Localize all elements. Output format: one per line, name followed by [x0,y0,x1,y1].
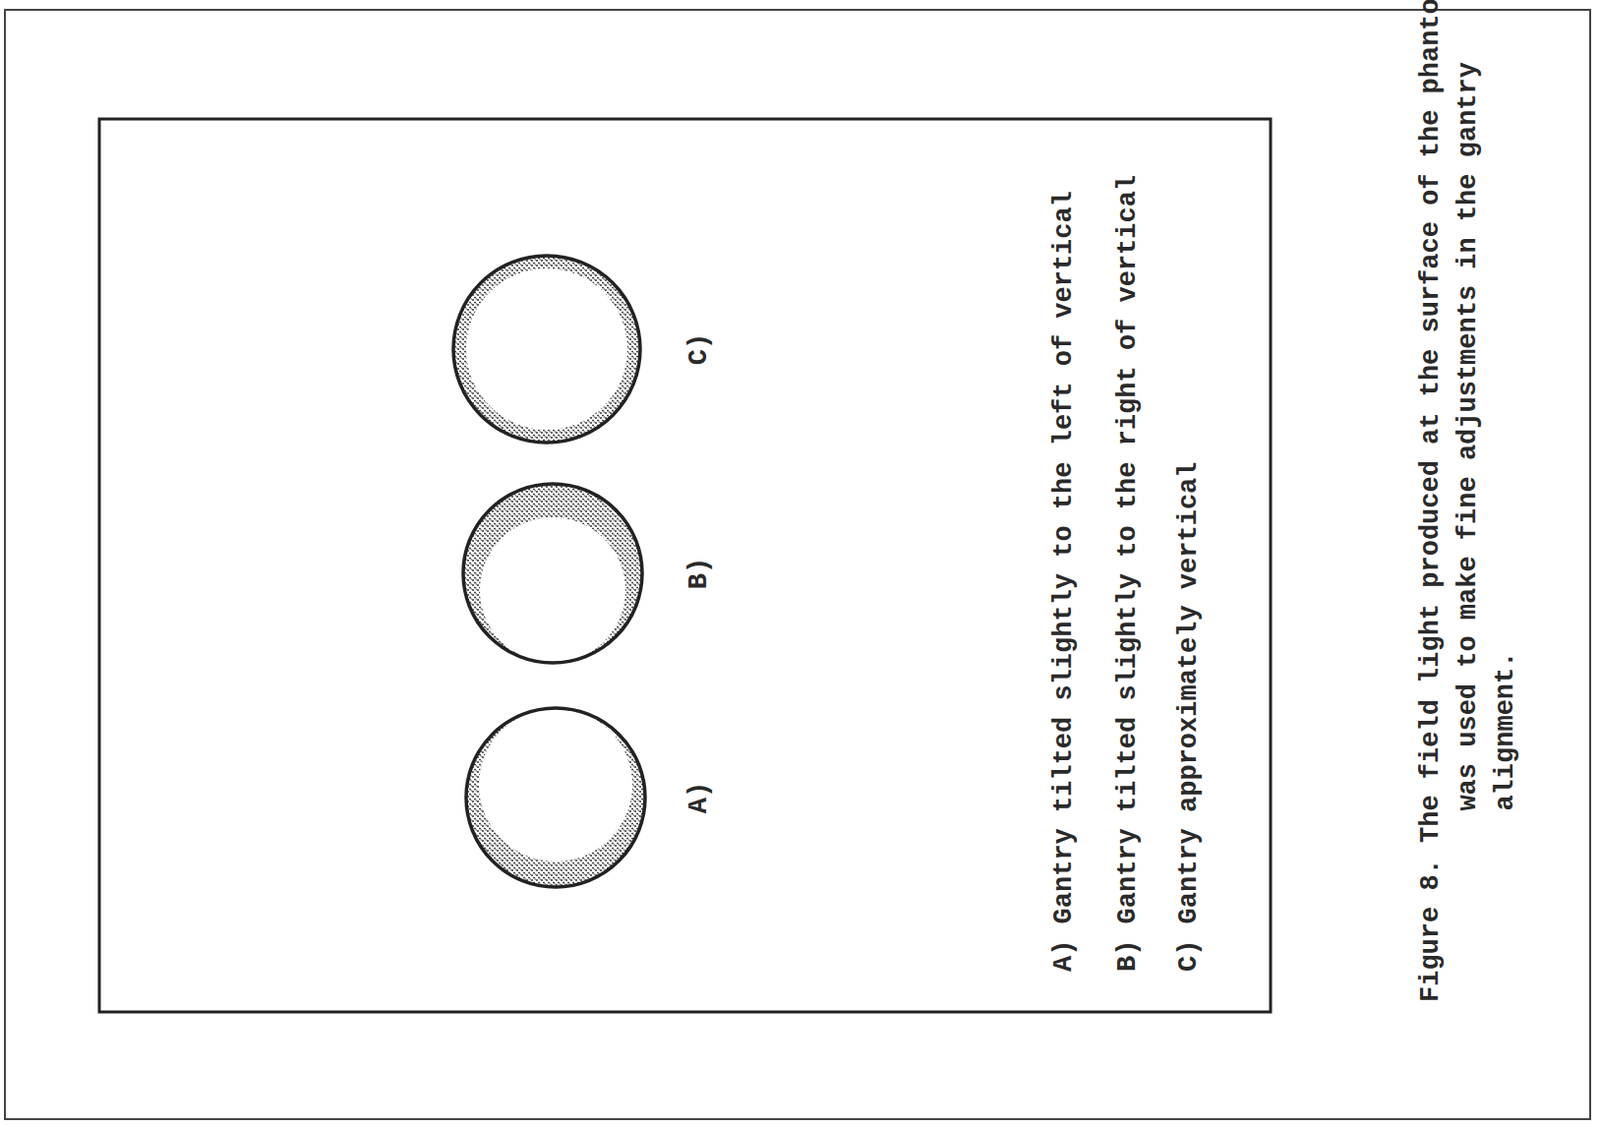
panel-letter: B) [680,557,718,590]
panel-letter: A) [680,781,718,814]
panel-letter: C) [680,333,718,365]
shaded-crescent [466,708,646,888]
key-line: A) Gantry tilted slightly to the left of… [1045,190,1083,972]
key-line: C) Gantry approximately vertical [1170,462,1208,972]
page-border [4,9,1591,1120]
figure-caption: Figure 8. The field light produced at th… [1412,0,1525,1003]
light-field-circle [466,708,646,888]
key-line: B) Gantry tilted slightly to the right o… [1109,175,1147,972]
light-field-circle [463,483,643,663]
light-field-circle [453,255,641,443]
figure-frame [99,118,1271,1012]
shaded-ring [453,255,641,443]
shaded-crescent [463,483,643,663]
